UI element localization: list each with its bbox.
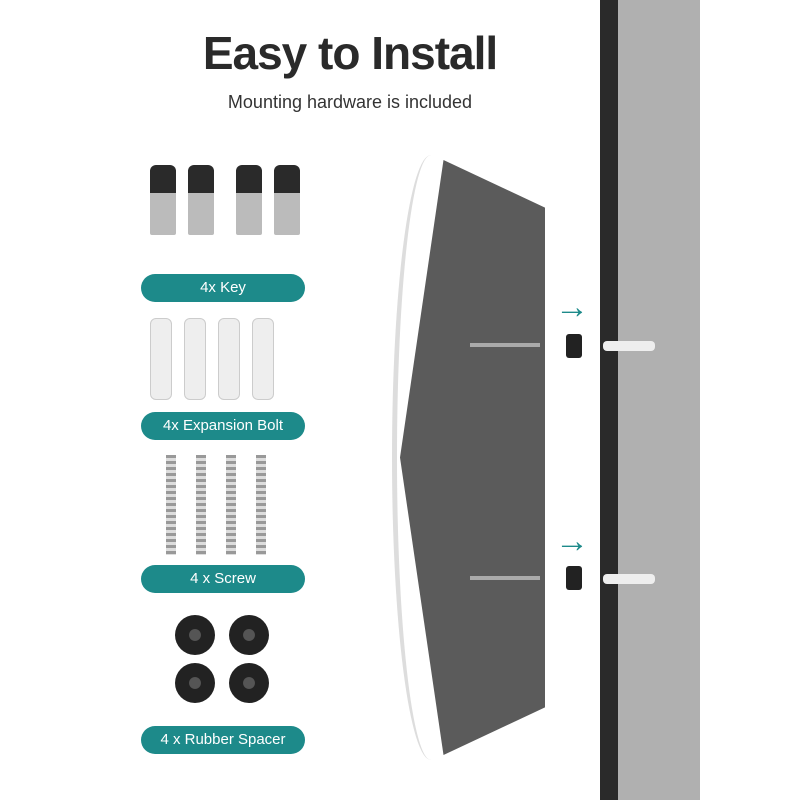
rubber-spacer-lower [566,566,582,590]
key-label: 4x Key [141,274,305,302]
expansion-bolts-image [150,318,274,400]
expansion-bolt-label: 4x Expansion Bolt [141,412,305,440]
rubber-spacers-image [175,615,269,703]
screw-lower [470,576,540,580]
anchor-lower [603,574,655,584]
screw-label: 4 x Screw [141,565,305,593]
wall-edge [600,0,618,800]
anchor-upper [603,341,655,351]
arrow-right-icon: → [555,522,589,560]
rubber-spacer-upper [566,334,582,358]
mailbox-lid [392,155,457,760]
page-title: Easy to Install [202,27,498,79]
rubber-spacer-label: 4 x Rubber Spacer [141,726,305,754]
arrow-right-icon: → [555,288,589,326]
screws-image [158,455,274,555]
keys-image [150,165,300,235]
screw-upper [470,343,540,347]
wall [618,0,700,800]
page-subtitle: Mounting hardware is included [227,92,473,112]
